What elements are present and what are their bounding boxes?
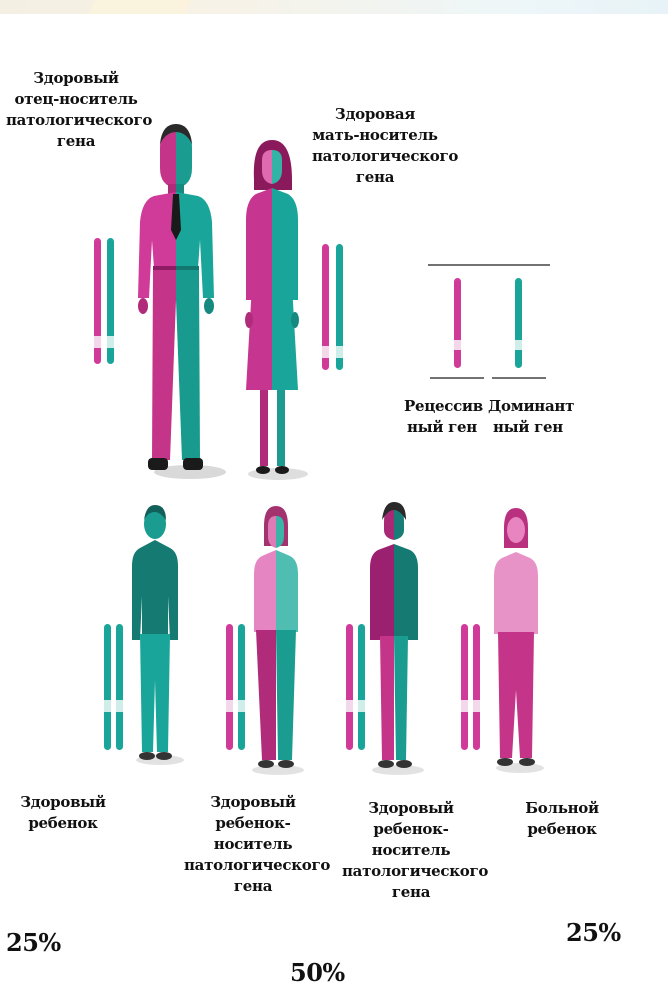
child-1-chromosomes [104,624,123,750]
child-2-label: Здоровый ребенок-носитель патологическог… [184,792,322,897]
dominant-gene-label: Доминант ный ген [488,396,568,438]
child-2-figure [252,506,304,775]
father-label: Здоровый отец-носитель патологического г… [6,68,146,152]
child-3-chromosomes [346,624,365,750]
percent-affected: 25% [566,918,621,947]
child-3-label: Здоровый ребенок-носитель патологическог… [342,798,480,903]
child-3-figure [370,502,424,775]
father-figure [138,124,226,479]
dominant-chromosome [515,278,522,368]
percent-carriers: 50% [290,958,345,987]
recessive-gene-label: Рецессив ный ген [404,396,480,438]
child-1-figure [132,505,184,765]
child-2-chromosomes [226,624,245,750]
mother-figure [245,140,308,480]
child-4-label: Больной ребенок [520,798,604,840]
child-4-chromosomes [461,624,480,750]
gene-legend [428,265,550,378]
child-1-label: Здоровый ребенок [18,792,108,834]
mother-chromosomes [322,244,343,370]
recessive-chromosome [454,278,461,368]
mother-label: Здоровая мать-носитель патологического г… [312,104,438,188]
father-chromosomes [94,238,114,364]
child-4-figure [494,508,544,773]
percent-healthy: 25% [6,928,61,957]
